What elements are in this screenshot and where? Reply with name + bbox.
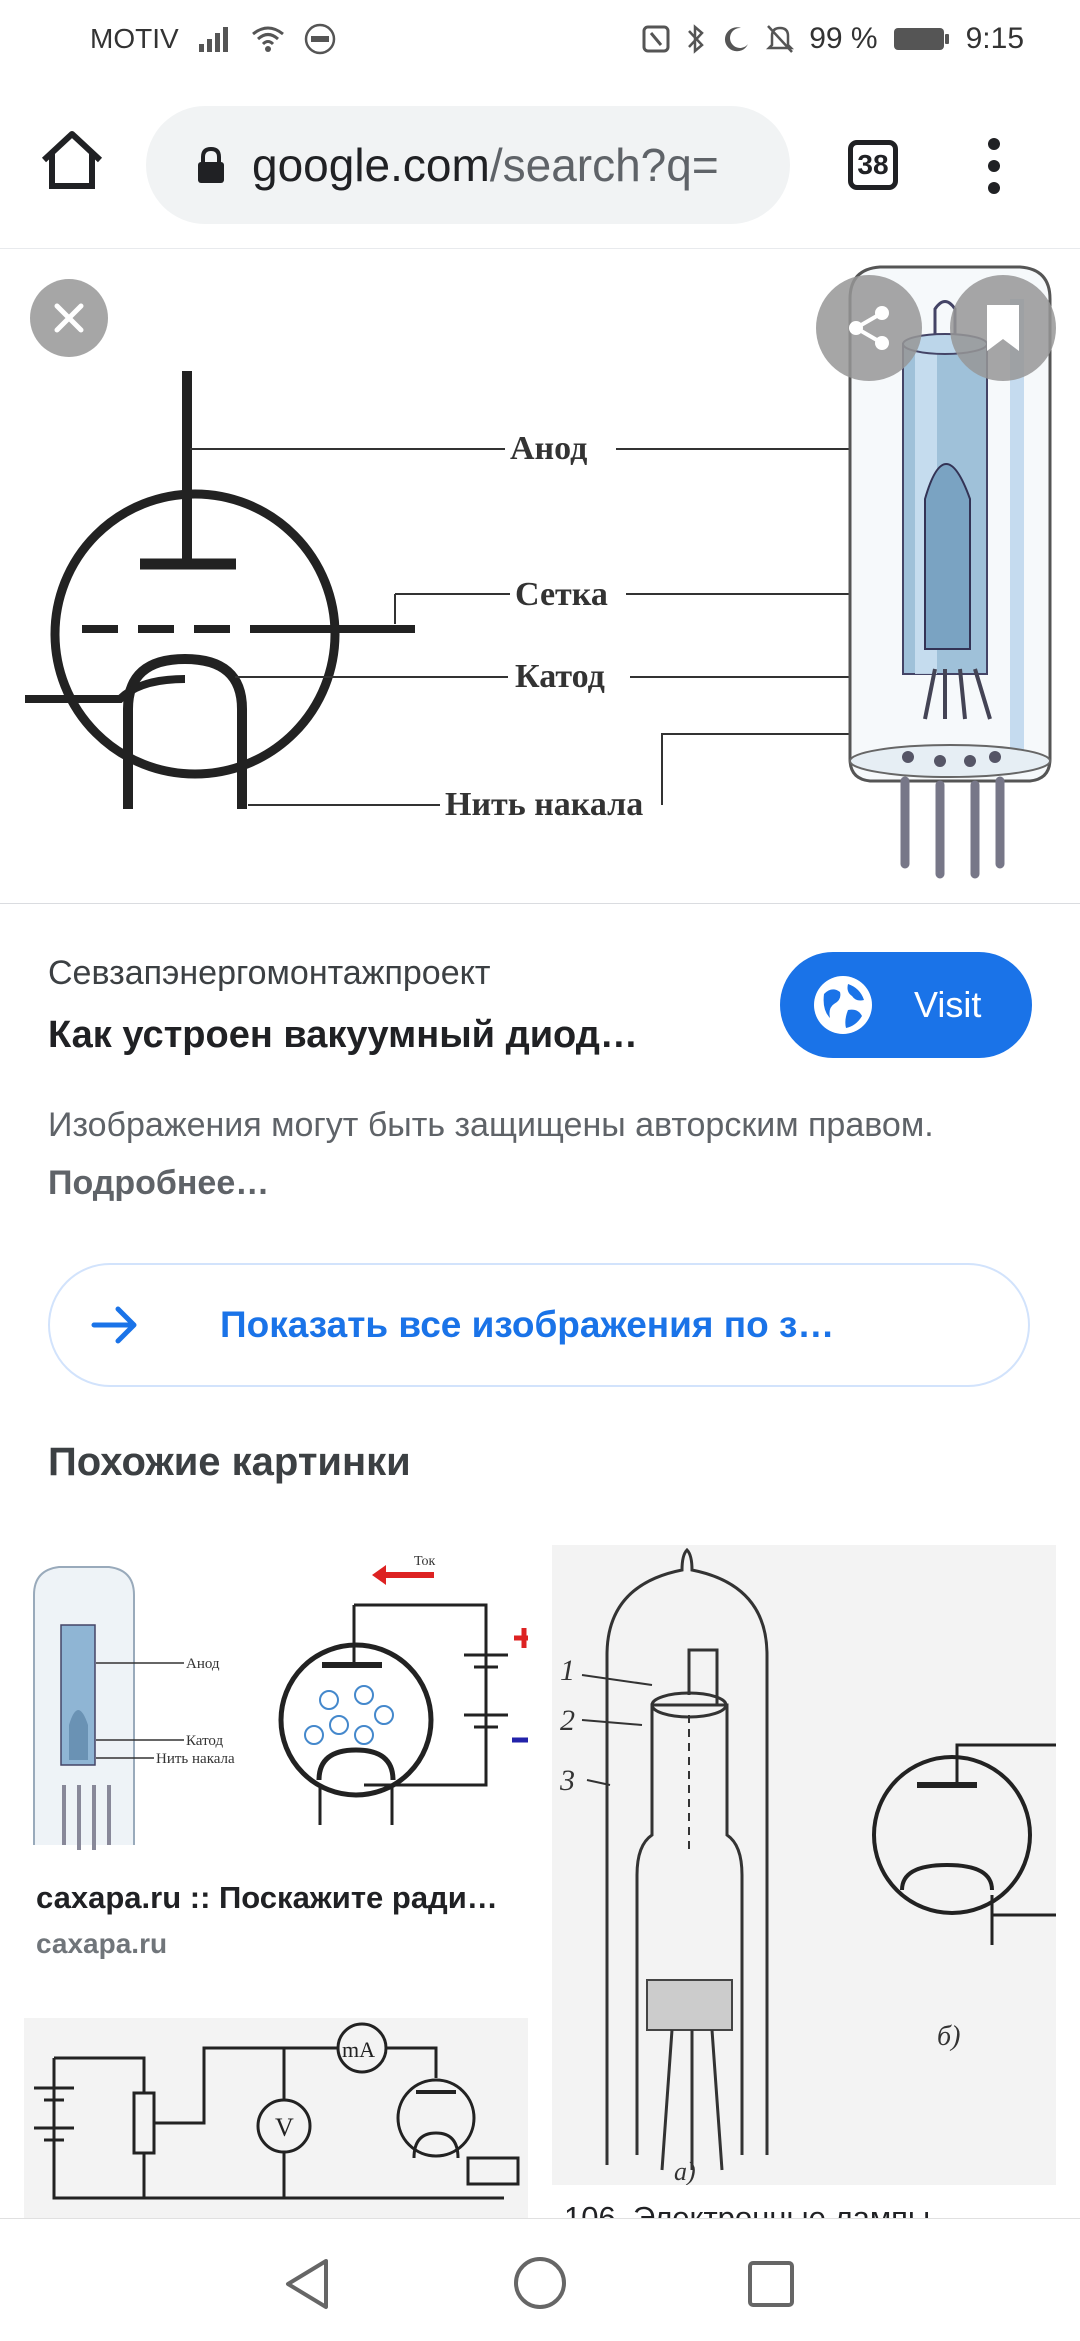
- electron-tube-thumbnail: 1 2 3 а) б): [559, 1547, 1056, 2185]
- similar-image-2[interactable]: 1 2 3 а) б): [552, 1545, 1056, 2185]
- wifi-icon: [251, 26, 284, 52]
- thumb1-label-anode: Анод: [186, 1656, 220, 1672]
- similar-images-heading: Похожие картинки: [48, 1440, 411, 1484]
- carrier-name: MOTIV: [90, 23, 179, 54]
- battery-icon: [893, 28, 949, 50]
- url-text: google.com/search?q=: [252, 138, 719, 192]
- similar-image-1-source: сахара.ru: [36, 1928, 168, 1959]
- diode-circuit-thumbnail: Анод Катод Нить накала Ток: [33, 1554, 528, 1850]
- circuit-thumbnail: V mA: [34, 2022, 520, 2200]
- tab-switcher-button[interactable]: 38: [848, 140, 898, 190]
- nfc-icon: [642, 25, 670, 53]
- thumb1-label-cathode: Катод: [186, 1733, 224, 1749]
- vacuum-diode-diagram: Анод Сетка Катод Нить накала: [25, 265, 1052, 879]
- save-bookmark-button[interactable]: [950, 275, 1056, 381]
- show-all-images-label: Показать все изображения по з…: [220, 1304, 835, 1345]
- similar-image-3[interactable]: V mA: [24, 2018, 528, 2218]
- signal-icon: [198, 27, 228, 52]
- url-path: /search?q=: [489, 139, 719, 191]
- thumb2-label-a: а): [674, 2157, 696, 2185]
- result-title[interactable]: Как устроен вакуумный диод…: [48, 1014, 638, 1056]
- status-bar: MOTIV 99 %: [0, 0, 1080, 82]
- close-preview-button[interactable]: [30, 279, 108, 357]
- thumb2-label-3: 3: [559, 1764, 575, 1797]
- copyright-text: Изображения могут быть защищены авторски…: [48, 1106, 934, 1144]
- clock-time: 9:15: [965, 22, 1024, 55]
- back-triangle-icon[interactable]: [282, 2257, 332, 2311]
- thumb3-label-v: V: [275, 2113, 294, 2142]
- muted-bell-icon: [766, 25, 795, 53]
- bluetooth-icon: [688, 24, 705, 54]
- thumb2-label-b: б): [937, 2021, 960, 2052]
- image-preview[interactable]: Анод Сетка Катод Нить накала: [0, 248, 1080, 904]
- home-circle-icon[interactable]: [512, 2255, 568, 2311]
- label-grid: Сетка: [515, 576, 608, 613]
- arrow-right-icon: [91, 1306, 137, 1344]
- learn-more-link[interactable]: Подробнее…: [48, 1164, 270, 1202]
- copyright-notice: Изображения могут быть защищены авторски…: [48, 1096, 948, 1212]
- bookmark-icon: [987, 305, 1019, 351]
- address-bar[interactable]: google.com/search?q=: [146, 106, 790, 224]
- thumb1-label-current: Ток: [414, 1554, 435, 1569]
- thumb2-label-1: 1: [560, 1654, 575, 1687]
- show-all-images-button[interactable]: Показать все изображения по з…: [48, 1263, 1030, 1387]
- similar-image-1-caption[interactable]: сахара.ru :: Поскажите ради…: [36, 1880, 498, 1915]
- result-source[interactable]: Севзапэнергомонтажпроект: [48, 954, 491, 992]
- home-icon[interactable]: [36, 124, 108, 196]
- label-filament: Нить накала: [445, 786, 643, 823]
- visit-label: Visit: [914, 984, 982, 1025]
- system-navigation-bar: [0, 2218, 1080, 2341]
- thumb3-label-ma: mA: [342, 2037, 375, 2062]
- recents-square-icon[interactable]: [746, 2259, 796, 2309]
- share-button[interactable]: [816, 275, 922, 381]
- vpn-badge-icon: [304, 23, 335, 55]
- globe-icon: [814, 976, 872, 1034]
- thumb1-label-filament: Нить накала: [156, 1751, 235, 1767]
- battery-percent: 99 %: [809, 22, 878, 55]
- thumb2-label-2: 2: [560, 1704, 575, 1737]
- browser-toolbar: google.com/search?q= 38: [0, 96, 1080, 236]
- share-icon: [849, 306, 889, 350]
- url-host: google.com: [252, 139, 490, 191]
- more-vert-icon[interactable]: [986, 136, 1002, 196]
- do-not-disturb-moon-icon: [725, 27, 749, 52]
- close-icon: [54, 303, 84, 333]
- tab-count: 38: [857, 149, 889, 180]
- visit-button[interactable]: Visit: [780, 952, 1032, 1058]
- label-cathode: Катод: [515, 658, 605, 695]
- lock-icon: [198, 146, 224, 183]
- label-anode: Анод: [510, 430, 587, 467]
- similar-image-1[interactable]: Анод Катод Нить накала Ток: [24, 1545, 528, 1859]
